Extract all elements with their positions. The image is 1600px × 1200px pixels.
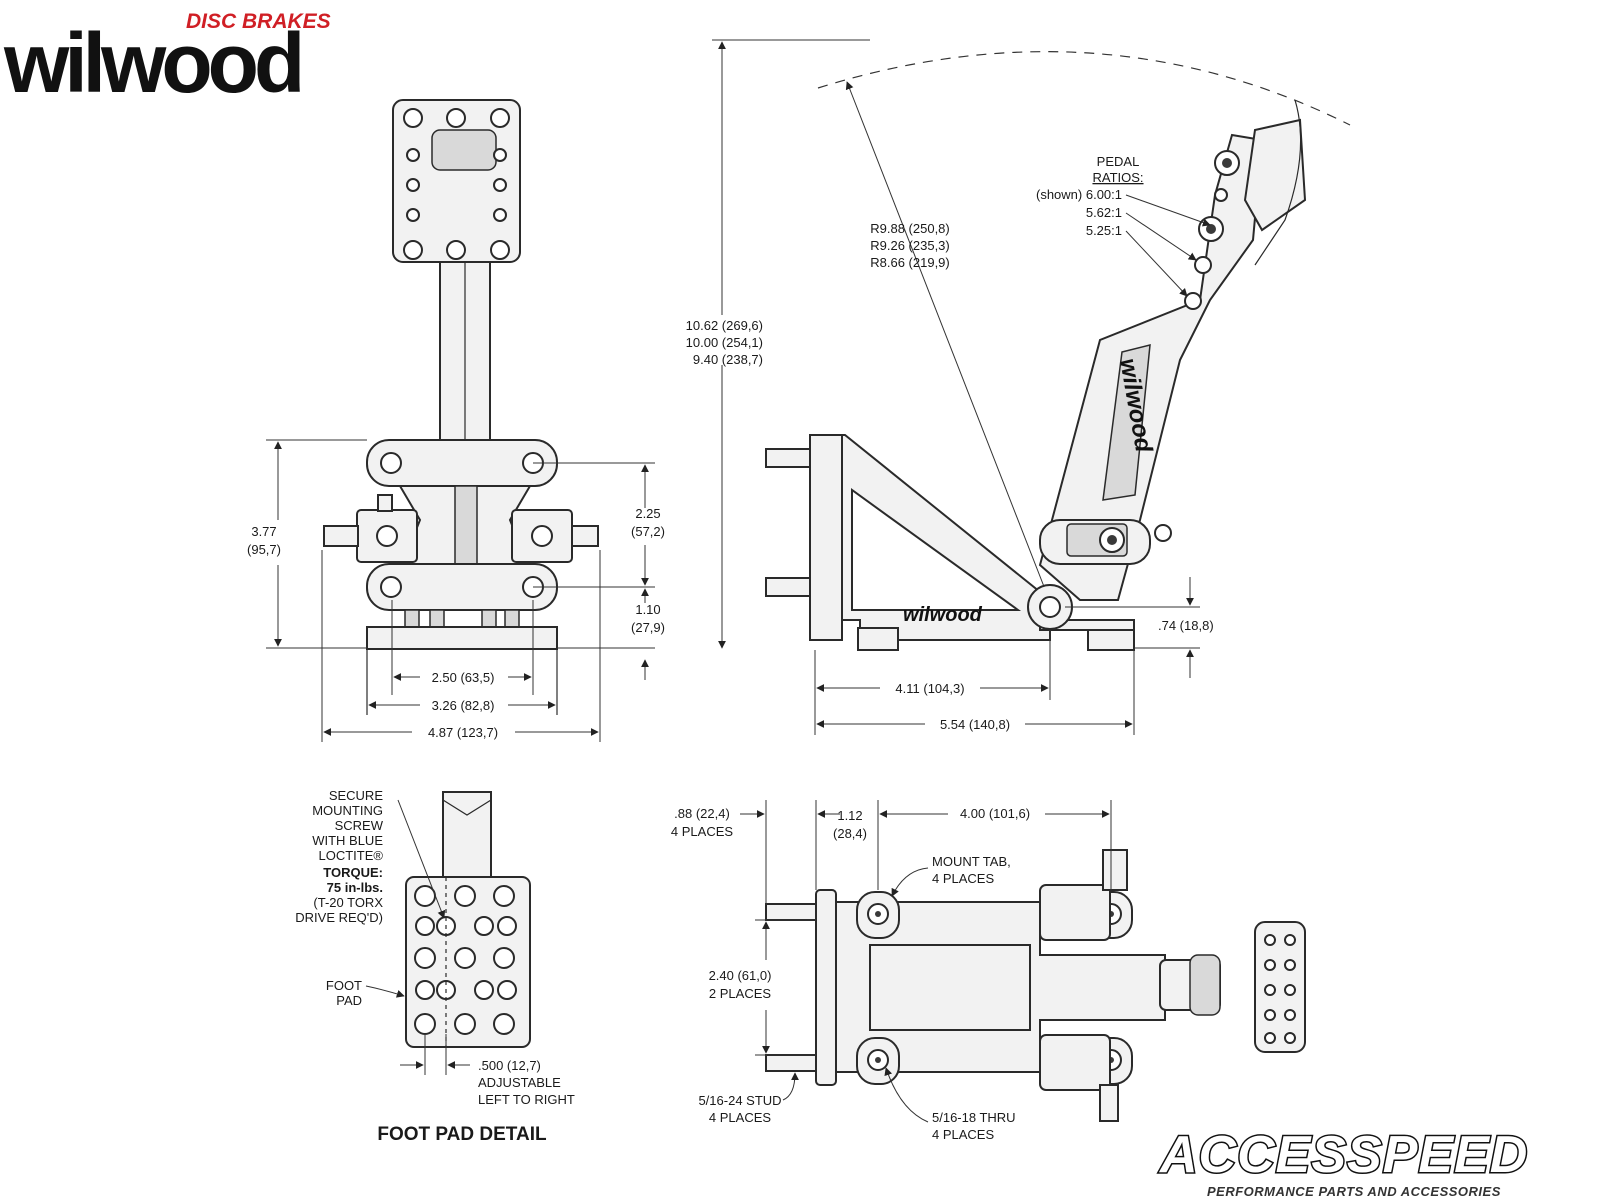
ratio-2: 5.62:1 xyxy=(1086,205,1122,220)
ratio-title-2: RATIOS: xyxy=(1092,170,1143,185)
foot-pad-label-2: PAD xyxy=(336,993,362,1008)
mount-tab-2: 4 PLACES xyxy=(932,871,994,886)
dim-height-mid: 2.25 xyxy=(635,506,660,521)
tab-span: 4.00 (101,6) xyxy=(960,806,1030,821)
stud-spec-1: 5/16-24 STUD xyxy=(698,1093,781,1108)
pivot-dist: 4.11 (104,3) xyxy=(895,681,964,696)
dim-height-mid-mm: (57,2) xyxy=(631,524,665,539)
logo-wordmark: wilwood xyxy=(3,16,300,110)
svg-text:SCREW: SCREW xyxy=(335,818,384,833)
height-line-3: 9.40 (238,7) xyxy=(693,352,763,367)
watermark-tagline: PERFORMANCE PARTS AND ACCESSORIES xyxy=(1207,1184,1501,1199)
dim-width-c: 4.87 (123,7) xyxy=(428,725,498,740)
mount-tab-1: MOUNT TAB, xyxy=(932,854,1011,869)
stud-len-2: 4 PLACES xyxy=(671,824,733,839)
dim-width-a: 2.50 (63,5) xyxy=(432,670,495,685)
adjust-line-1: .500 (12,7) xyxy=(478,1058,541,1073)
foot-pad-label-1: FOOT xyxy=(326,978,362,993)
svg-text:TORQUE:: TORQUE: xyxy=(323,865,383,880)
tab-offset-2: (28,4) xyxy=(833,826,867,841)
accesspeed-watermark: ACCESSPEED PERFORMANCE PARTS AND ACCESSO… xyxy=(1157,1125,1529,1200)
dim-height-total: 3.77 xyxy=(251,524,276,539)
side-view: 10.62 (269,6) 10.00 (254,1) 9.40 (238,7)… xyxy=(686,39,1351,735)
radius-line-1: R9.88 (250,8) xyxy=(870,221,950,236)
watermark-brand: ACCESSPEED xyxy=(1158,1126,1528,1184)
pad-holes-top xyxy=(403,108,510,260)
svg-text:WITH BLUE: WITH BLUE xyxy=(312,833,383,848)
loctite-note: SECURE MOUNTING SCREW WITH BLUE LOCTITE®… xyxy=(295,788,383,925)
radius-line-2: R9.26 (235,3) xyxy=(870,238,950,253)
dim-height-low: 1.10 xyxy=(635,602,660,617)
ratio-3: 5.25:1 xyxy=(1086,223,1122,238)
top-view: .88 (22,4) 4 PLACES 1.12 (28,4) 4.00 (10… xyxy=(671,800,1306,1142)
base-len: 5.54 (140,8) xyxy=(940,717,1010,732)
adjust-line-3: LEFT TO RIGHT xyxy=(478,1092,575,1107)
stud-spacing-2: 2 PLACES xyxy=(709,986,771,1001)
dim-height-low-mm: (27,9) xyxy=(631,620,665,635)
stud-spacing-1: 2.40 (61,0) xyxy=(709,968,772,983)
wilwood-logo: DISC BRAKES wilwood xyxy=(3,10,331,110)
svg-text:75 in-lbs.: 75 in-lbs. xyxy=(327,880,383,895)
bracket-logo: wilwood xyxy=(903,604,983,626)
tab-offset-1: 1.12 xyxy=(837,808,862,823)
adjust-line-2: ADJUSTABLE xyxy=(478,1075,561,1090)
height-line-1: 10.62 (269,6) xyxy=(686,318,763,333)
thru-spec-1: 5/16-18 THRU xyxy=(932,1110,1016,1125)
thru-spec-2: 4 PLACES xyxy=(932,1127,994,1142)
height-line-2: 10.00 (254,1) xyxy=(686,335,763,350)
foot-pad-title: FOOT PAD DETAIL xyxy=(377,1124,547,1145)
pivot-height: .74 (18,8) xyxy=(1158,618,1214,633)
radius-line-3: R8.66 (219,9) xyxy=(870,255,950,270)
logo-tagline: DISC BRAKES xyxy=(186,10,331,33)
svg-text:(T-20 TORX: (T-20 TORX xyxy=(313,895,383,910)
ratio-1: (shown) 6.00:1 xyxy=(1036,187,1122,202)
ratio-title-1: PEDAL xyxy=(1097,154,1140,169)
stud-spec-2: 4 PLACES xyxy=(709,1110,771,1125)
dim-width-b: 3.26 (82,8) xyxy=(432,698,495,713)
dim-height-total-mm: (95,7) xyxy=(247,542,281,557)
svg-text:MOUNTING: MOUNTING xyxy=(312,803,383,818)
front-view: 3.77 (95,7) 2.25 (57,2) 1.10 (27,9) 2.50… xyxy=(247,99,665,742)
svg-text:DRIVE REQ'D): DRIVE REQ'D) xyxy=(295,910,383,925)
svg-text:SECURE: SECURE xyxy=(329,788,384,803)
foot-pad-detail: SECURE MOUNTING SCREW WITH BLUE LOCTITE®… xyxy=(295,788,575,1145)
svg-text:LOCTITE®: LOCTITE® xyxy=(319,848,384,863)
stud-len-1: .88 (22,4) xyxy=(674,806,730,821)
